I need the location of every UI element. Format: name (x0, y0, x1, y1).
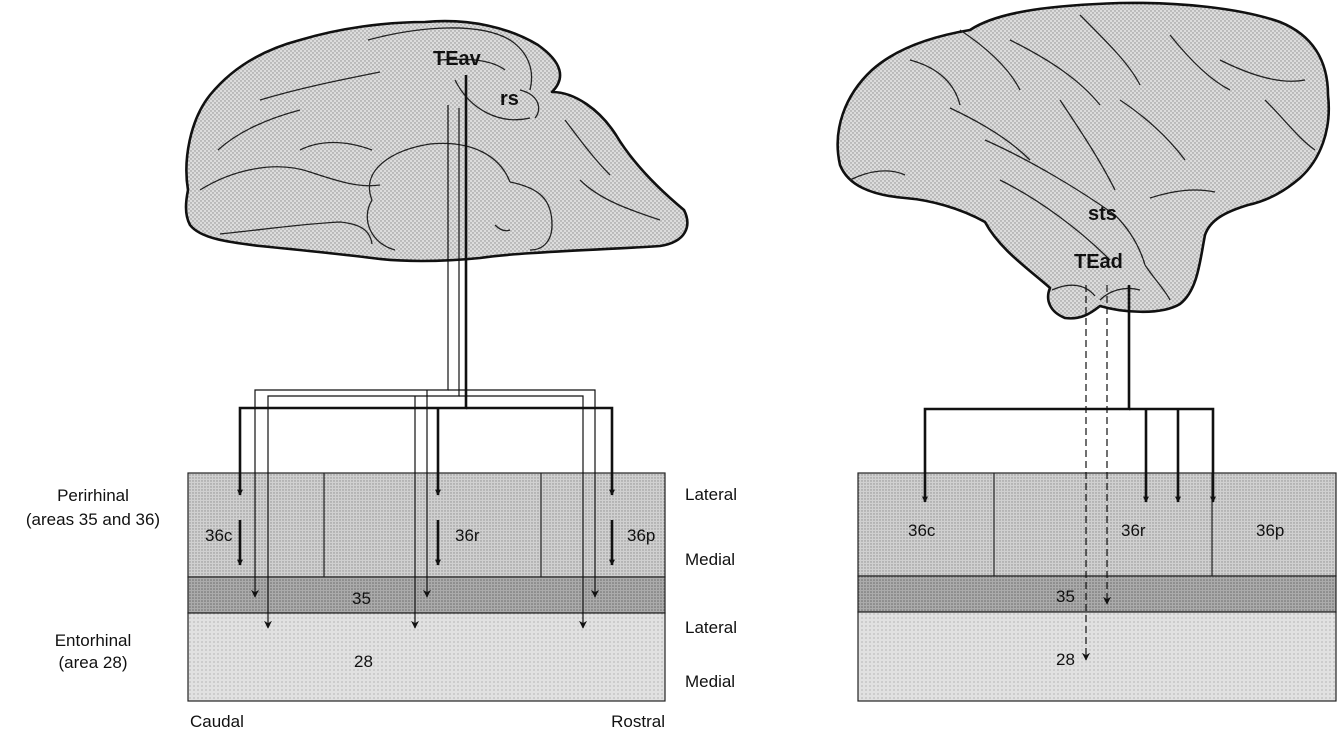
right-28-label: 28 (1056, 650, 1075, 669)
teav-label: TEav (433, 48, 482, 70)
left-panel: TEav rs 36c 36r 36p 35 28 (26, 21, 737, 731)
left-35-label: 35 (352, 589, 371, 608)
entorhinal-label: Entorhinal (55, 631, 132, 650)
caudal-label: Caudal (190, 712, 244, 731)
rs-label: rs (500, 88, 519, 110)
medial-lower-label: Medial (685, 672, 735, 691)
left-36c-label: 36c (205, 526, 233, 545)
left-36r-label: 36r (455, 526, 480, 545)
right-panel: sts TEad 36c 36r 36p 35 28 (838, 3, 1336, 701)
entorhinal-area-label: (area 28) (59, 653, 128, 672)
sts-label: sts (1088, 203, 1117, 225)
left-36p-label: 36p (627, 526, 655, 545)
right-36p-label: 36p (1256, 521, 1284, 540)
right-area-28-box (858, 612, 1336, 701)
right-area-35-box (858, 576, 1336, 612)
left-28-label: 28 (354, 652, 373, 671)
lateral-lower-label: Lateral (685, 618, 737, 637)
right-35-label: 35 (1056, 587, 1075, 606)
right-36r-label: 36r (1121, 521, 1146, 540)
tead-label: TEad (1074, 251, 1123, 273)
right-36c-label: 36c (908, 521, 936, 540)
rostral-label: Rostral (611, 712, 665, 731)
perirhinal-label: Perirhinal (57, 486, 129, 505)
lateral-upper-label: Lateral (685, 485, 737, 504)
perirhinal-areas-label: (areas 35 and 36) (26, 510, 160, 529)
left-area-28-box (188, 613, 665, 701)
medial-upper-label: Medial (685, 550, 735, 569)
